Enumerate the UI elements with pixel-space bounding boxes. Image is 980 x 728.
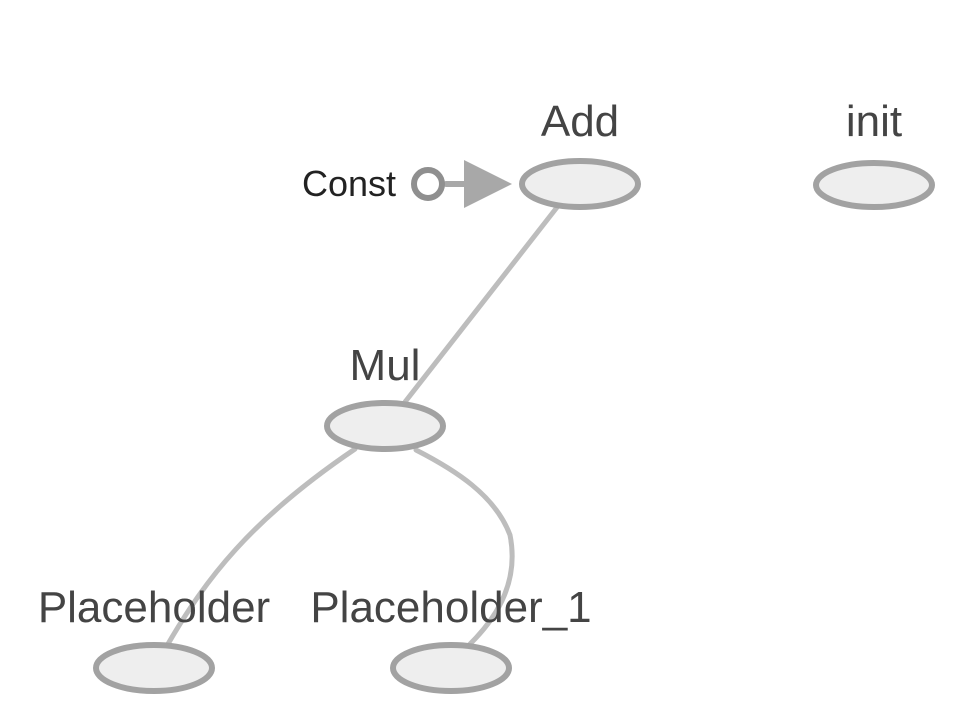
node-label-add: Add <box>541 97 619 146</box>
edges-layer <box>165 160 561 647</box>
node-label-placeholder: Placeholder <box>38 583 270 632</box>
node-label-init: init <box>846 97 902 146</box>
node-init-shape[interactable] <box>813 160 935 210</box>
node-placeholder[interactable]: Placeholder <box>38 583 270 694</box>
node-mul-shape[interactable] <box>324 400 446 452</box>
node-placeholder_1-shape[interactable] <box>390 642 512 694</box>
edge-placeholder_1-to-mul <box>413 447 515 647</box>
edge-mul-to-add <box>402 203 561 405</box>
node-init[interactable]: init <box>813 97 935 210</box>
node-label-placeholder_1: Placeholder_1 <box>310 583 591 632</box>
node-mul[interactable]: Mul <box>324 341 446 452</box>
edge-placeholder-to-mul <box>165 446 358 647</box>
const-node[interactable]: Const <box>302 163 445 204</box>
node-placeholder_1[interactable]: Placeholder_1 <box>310 583 592 694</box>
node-placeholder-shape[interactable] <box>93 642 215 694</box>
const-marker-icon[interactable] <box>411 167 445 201</box>
const-label: Const <box>302 163 396 204</box>
node-add-shape[interactable] <box>519 158 641 210</box>
node-add[interactable]: Add <box>519 97 641 210</box>
nodes-layer: Add init Mul Placeholder Placeholder_1 C… <box>38 97 935 694</box>
node-label-mul: Mul <box>350 341 421 390</box>
